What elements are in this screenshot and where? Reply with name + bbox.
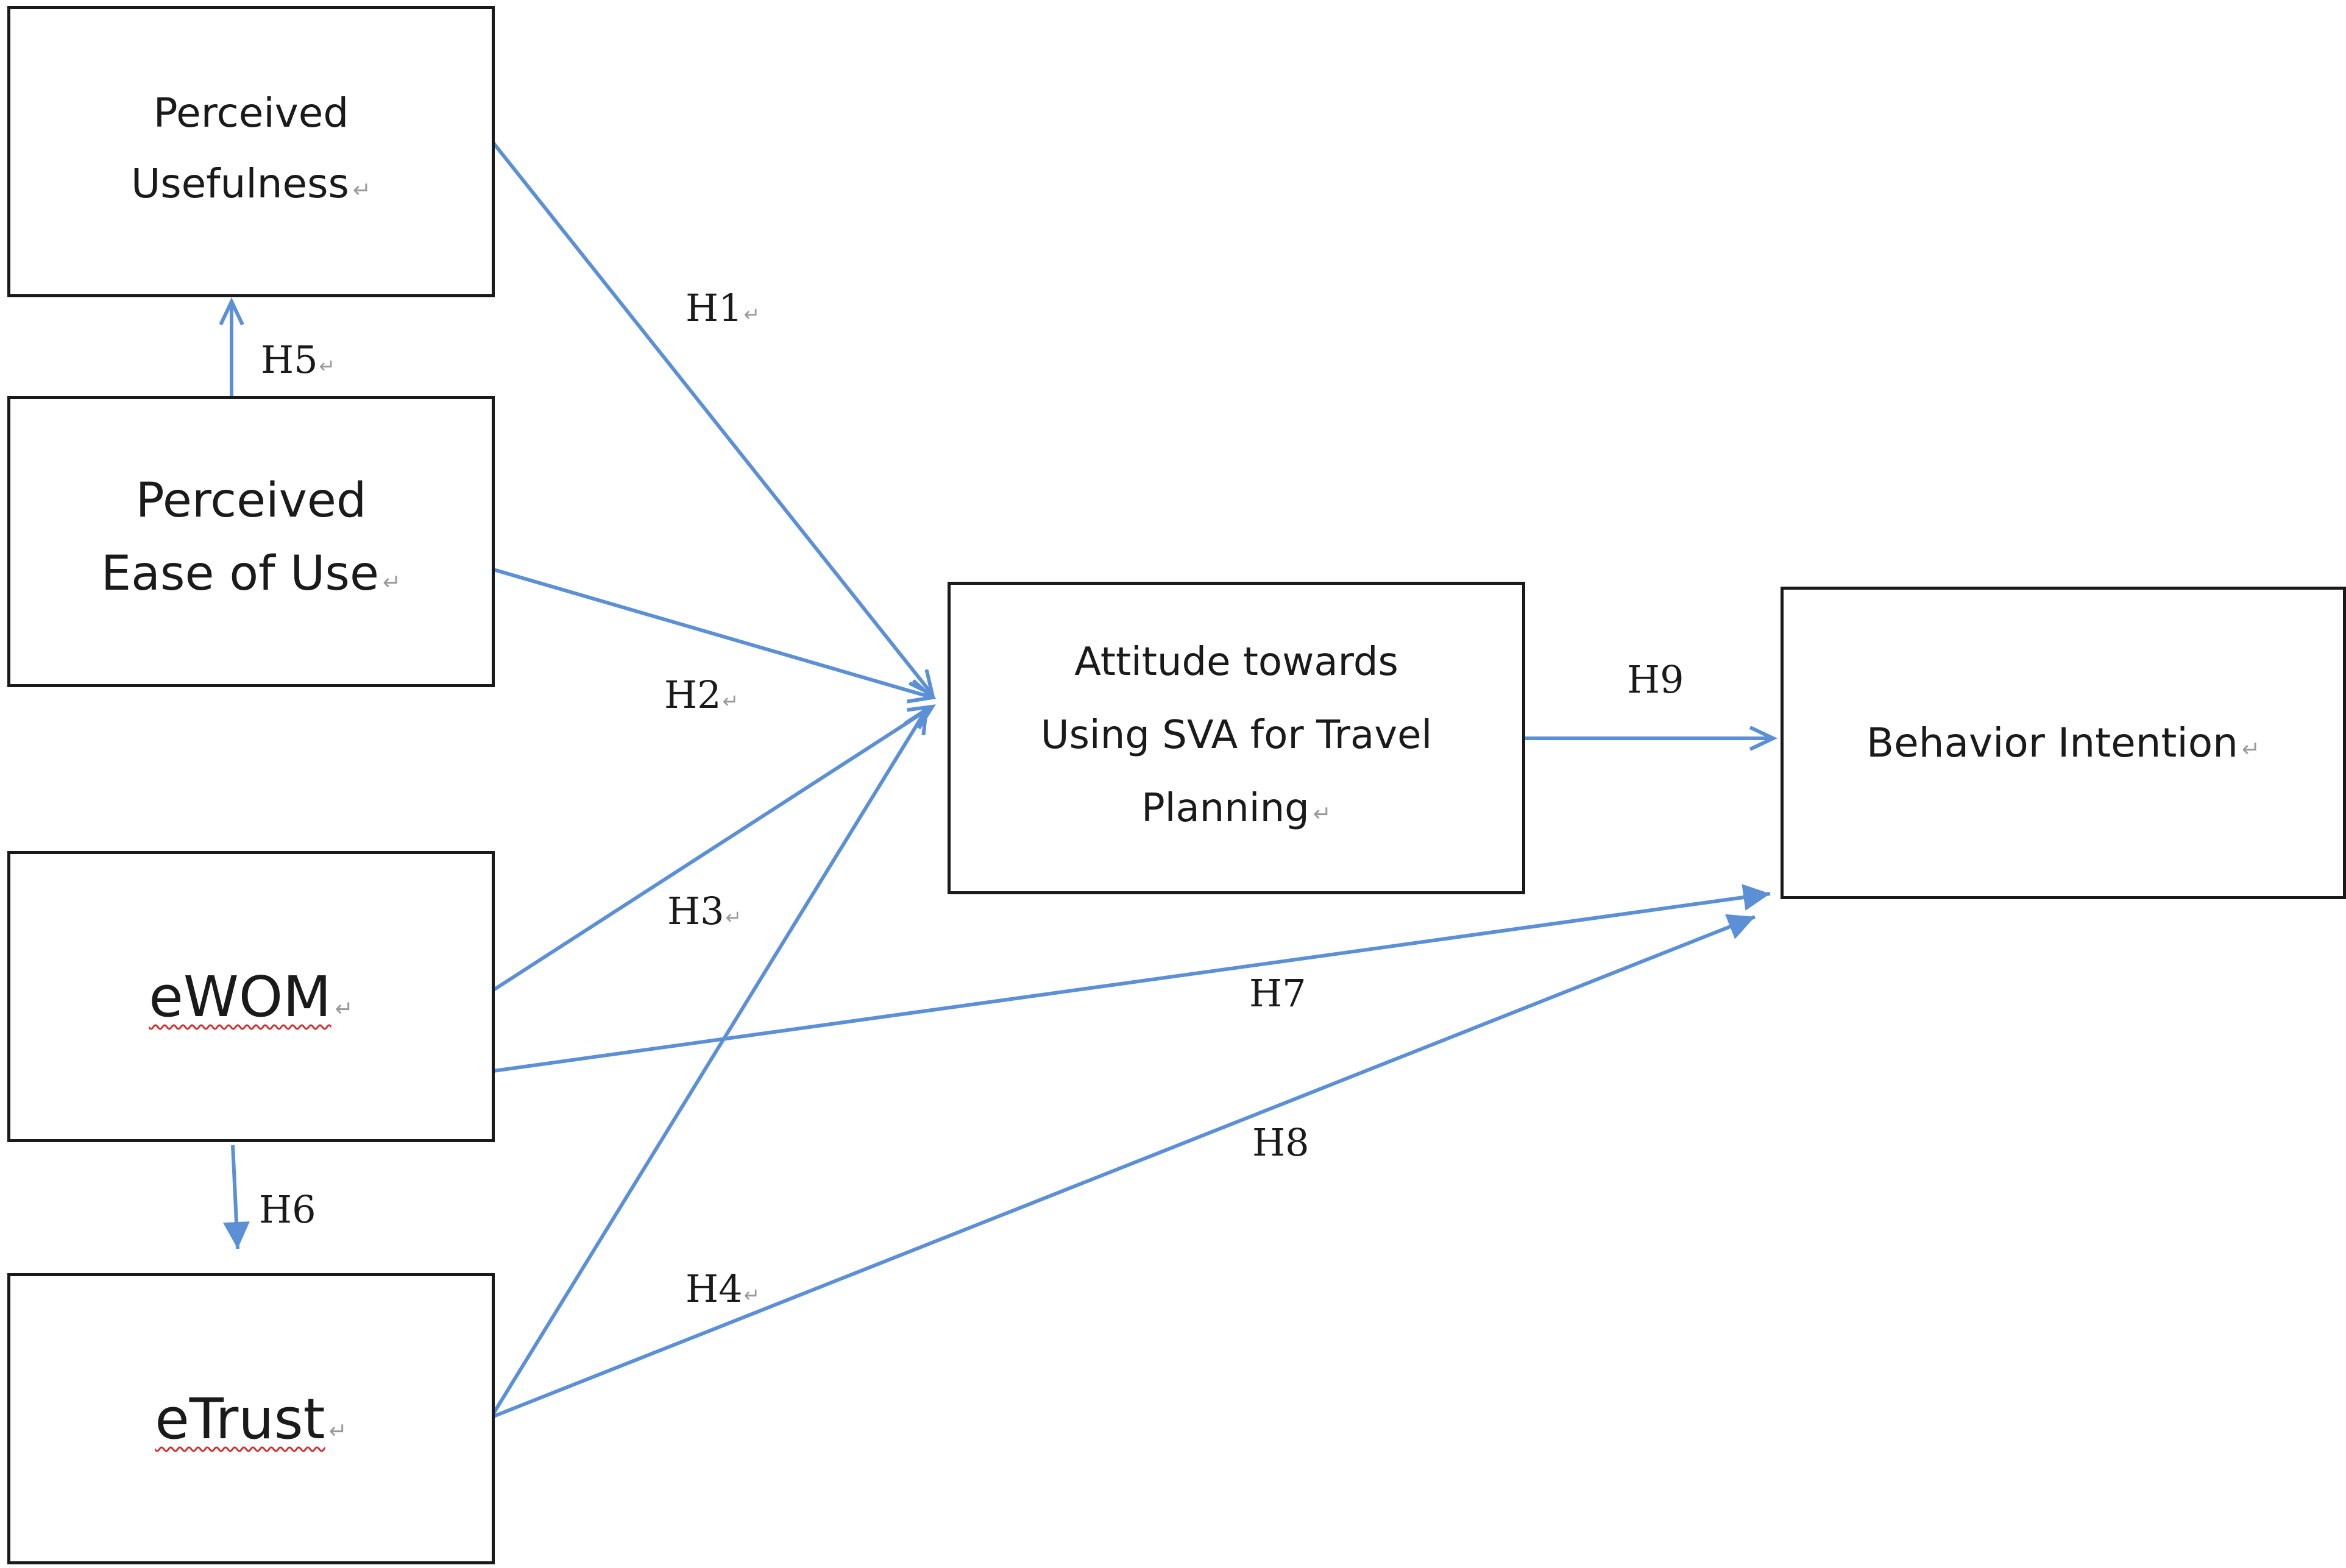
paragraph-mark-icon: ↵ <box>352 177 372 203</box>
arrow-h7 <box>493 884 1771 1073</box>
perceived-ease-of-use-label: Perceived Ease of Use↵ <box>101 473 402 601</box>
paragraph-mark-icon: ↵ <box>383 570 402 595</box>
ewom-label: eWOM↵ <box>149 964 353 1029</box>
hypothesis-label-h6: H6 <box>259 1187 316 1232</box>
perceived-ease-of-use-box: Perceived Ease of Use↵ <box>7 396 495 687</box>
paragraph-mark-icon: ↵ <box>319 355 336 378</box>
hypothesis-label-h7: H7 <box>1249 971 1306 1015</box>
paragraph-mark-icon: ↵ <box>743 303 760 326</box>
paragraph-mark-icon: ↵ <box>328 1418 347 1444</box>
paragraph-mark-icon: ↵ <box>743 1284 760 1307</box>
ewom-box: eWOM↵ <box>7 851 495 1142</box>
arrow-h3 <box>492 707 932 992</box>
behavior-intention-box: Behavior Intention↵ <box>1781 587 2346 899</box>
attitude-box: Attitude towards Using SVA for Travel Pl… <box>948 582 1525 894</box>
etrust-label: eTrust↵ <box>155 1386 347 1452</box>
arrow-h4 <box>492 710 926 1414</box>
hypothesis-label-h9: H9 <box>1627 657 1684 702</box>
paragraph-mark-icon: ↵ <box>725 906 742 929</box>
attitude-label: Attitude towards Using SVA for Travel Pl… <box>1040 639 1433 831</box>
arrow-h8 <box>492 914 1756 1418</box>
etrust-box: eTrust↵ <box>7 1273 495 1564</box>
paragraph-mark-icon: ↵ <box>722 690 739 713</box>
paragraph-mark-icon: ↵ <box>2241 737 2261 762</box>
arrow-h1 <box>492 142 932 694</box>
behavior-intention-label: Behavior Intention↵ <box>1866 719 2261 766</box>
paragraph-mark-icon: ↵ <box>1313 801 1331 827</box>
hypothesis-label-h4: H4↵ <box>686 1266 760 1311</box>
hypothesis-label-h5: H5↵ <box>261 337 336 382</box>
perceived-usefulness-label: Perceived Usefulness↵ <box>130 89 372 207</box>
hypothesis-label-h3: H3↵ <box>667 889 742 933</box>
perceived-usefulness-box: Perceived Usefulness↵ <box>7 6 495 297</box>
arrow-h6 <box>222 1145 250 1249</box>
hypothesis-label-h2: H2↵ <box>664 673 739 717</box>
hypothesis-label-h1: H1↵ <box>686 286 760 330</box>
arrow-h2 <box>493 568 932 697</box>
paragraph-mark-icon: ↵ <box>335 996 353 1022</box>
hypothesis-label-h8: H8 <box>1252 1120 1309 1165</box>
